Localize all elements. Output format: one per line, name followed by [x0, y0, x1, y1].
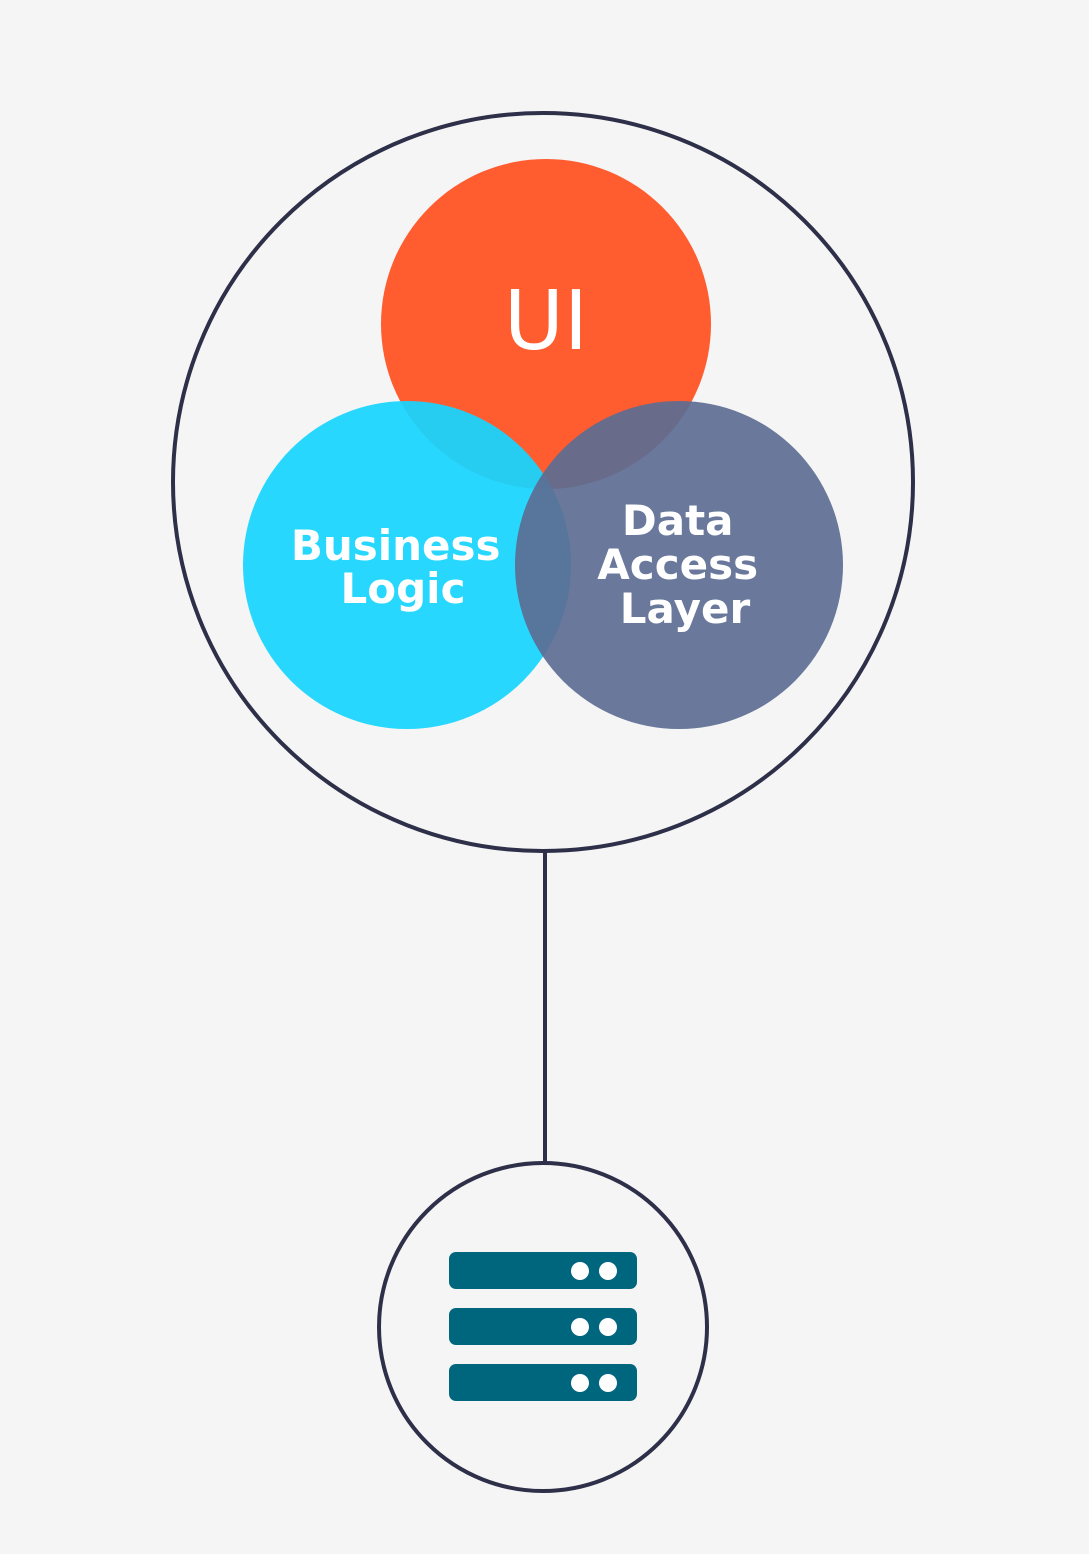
- business-logic-circle: [243, 401, 571, 729]
- business-logic-label: Business Logic: [291, 521, 515, 613]
- business-logic-label-line: Logic: [341, 564, 466, 613]
- server-unit: [449, 1308, 637, 1345]
- server-stack-icon: [449, 1252, 637, 1401]
- ui-label: UI: [504, 274, 588, 369]
- server-unit: [449, 1364, 637, 1401]
- data-access-layer-circle: [515, 401, 843, 729]
- ui-circle: [381, 159, 711, 489]
- business-logic-label-line: Business: [291, 521, 501, 570]
- data-access-layer-label-line: Layer: [620, 584, 751, 633]
- data-access-layer-label: Data Access Layer: [597, 496, 772, 633]
- data-access-layer-label-line: Data: [622, 496, 734, 545]
- server-unit: [449, 1252, 637, 1289]
- data-access-layer-label-line: Access: [597, 540, 758, 589]
- venn-diagram: [243, 159, 843, 729]
- database-circle: [377, 1161, 709, 1493]
